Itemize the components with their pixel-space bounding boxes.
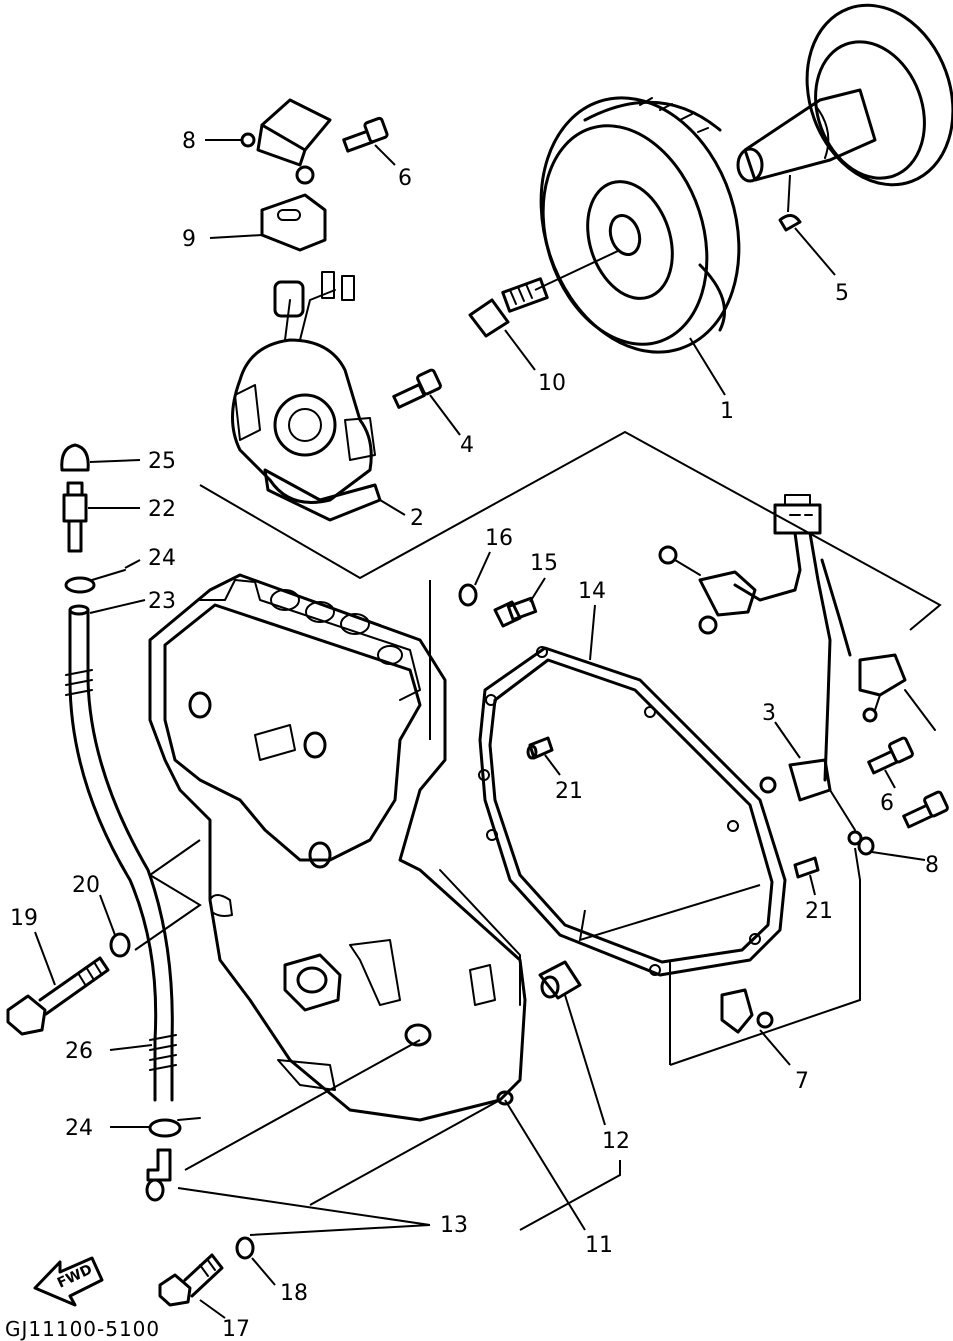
leader-6a <box>374 144 396 166</box>
leader-4 <box>429 394 461 436</box>
callout-7: 7 <box>795 1069 809 1094</box>
fwd-arrow-icon: FWD <box>33 1256 104 1307</box>
callout-25: 25 <box>148 449 176 474</box>
callout-19: 19 <box>10 906 38 931</box>
leader-14 <box>589 604 596 661</box>
hose-clip-lower <box>148 1117 201 1138</box>
callout-8-upper: 8 <box>182 129 196 154</box>
callout-12: 12 <box>602 1129 630 1154</box>
leader-5 <box>794 227 836 276</box>
elbow-fitting <box>145 1148 172 1202</box>
wire-clamp <box>260 193 327 252</box>
leader-8b <box>871 851 926 861</box>
flywheel-rotor <box>539 96 741 354</box>
leader-15 <box>529 577 546 603</box>
callout-6-right: 6 <box>880 791 894 816</box>
cover-gasket <box>478 646 787 977</box>
bolt-19 <box>6 956 110 1036</box>
holder-plate <box>240 98 332 185</box>
leader-25 <box>89 459 141 463</box>
leader-6b <box>884 769 896 789</box>
callout-2: 2 <box>410 506 424 531</box>
callout-10: 10 <box>538 371 566 396</box>
leader-16 <box>474 551 491 586</box>
dowel-pin-lower <box>793 856 820 879</box>
washer-20 <box>109 932 131 958</box>
leader-3 <box>774 721 801 759</box>
leader-20 <box>99 894 116 936</box>
callout-16: 16 <box>485 526 513 551</box>
callout-26: 26 <box>65 1039 93 1064</box>
assembly-lines <box>134 580 861 1066</box>
callout-11: 11 <box>585 1233 613 1258</box>
leader-5b <box>787 174 791 213</box>
callout-21-lower: 21 <box>805 899 833 924</box>
callout-3: 3 <box>762 701 776 726</box>
leader-17 <box>199 1299 226 1319</box>
leader-10 <box>504 329 536 371</box>
callout-9: 9 <box>182 227 196 252</box>
woodruff-key <box>778 214 802 232</box>
nipple <box>62 481 88 553</box>
callout-24-lower: 24 <box>65 1116 93 1141</box>
bolt-15 <box>493 596 538 628</box>
callout-6-upper: 6 <box>398 166 412 191</box>
leader-26 <box>109 1044 153 1051</box>
callout-17: 17 <box>222 1317 250 1341</box>
callout-18: 18 <box>280 1281 308 1306</box>
callout-14: 14 <box>578 579 606 604</box>
washer-8 <box>857 836 875 856</box>
collar <box>538 960 582 1000</box>
starter-pulley <box>736 3 953 187</box>
stator-assembly <box>231 271 382 522</box>
stator-bracket-lines <box>199 430 942 631</box>
callout-20: 20 <box>72 873 100 898</box>
cable-clamp <box>720 988 774 1034</box>
leader-18 <box>251 1257 276 1286</box>
pulser-screw-upper <box>867 736 914 775</box>
leader-24a <box>124 559 141 569</box>
pulser-screw-lower <box>902 790 949 829</box>
stator-screw <box>392 368 442 409</box>
leader-19 <box>34 931 56 986</box>
leader-1 <box>689 337 726 396</box>
cap <box>60 443 90 472</box>
bolt-17 <box>158 1253 224 1307</box>
washer-18 <box>235 1236 255 1260</box>
crankcase-cover <box>148 573 527 1122</box>
washer-16 <box>458 583 478 607</box>
leader-9 <box>209 234 263 239</box>
holder-screw <box>342 116 389 153</box>
hose-clip-upper <box>64 569 126 594</box>
leader-21a <box>544 754 561 776</box>
dowel-pin-upper <box>526 736 554 760</box>
flywheel-bolt <box>468 249 621 338</box>
callout-4: 4 <box>460 433 474 458</box>
callout-22: 22 <box>148 497 176 522</box>
leader-23 <box>89 599 146 614</box>
leader-13 <box>177 1039 621 1236</box>
callout-1: 1 <box>720 399 734 424</box>
leader-2 <box>379 499 406 516</box>
callout-24-upper: 24 <box>148 546 176 571</box>
callout-13: 13 <box>440 1213 468 1238</box>
callout-5: 5 <box>835 281 849 306</box>
diagram-code: GJ11100-5100 <box>5 1317 160 1341</box>
callout-15: 15 <box>530 551 558 576</box>
callout-21-upper: 21 <box>555 779 583 804</box>
leader-7 <box>759 1029 791 1066</box>
callout-23: 23 <box>148 589 176 614</box>
pulser-coil-harness <box>658 494 936 846</box>
leader-11 <box>504 1099 586 1231</box>
leader-12 <box>564 994 606 1126</box>
leader-21b <box>809 874 816 896</box>
hose <box>65 604 177 1102</box>
callout-8-right: 8 <box>925 853 939 878</box>
